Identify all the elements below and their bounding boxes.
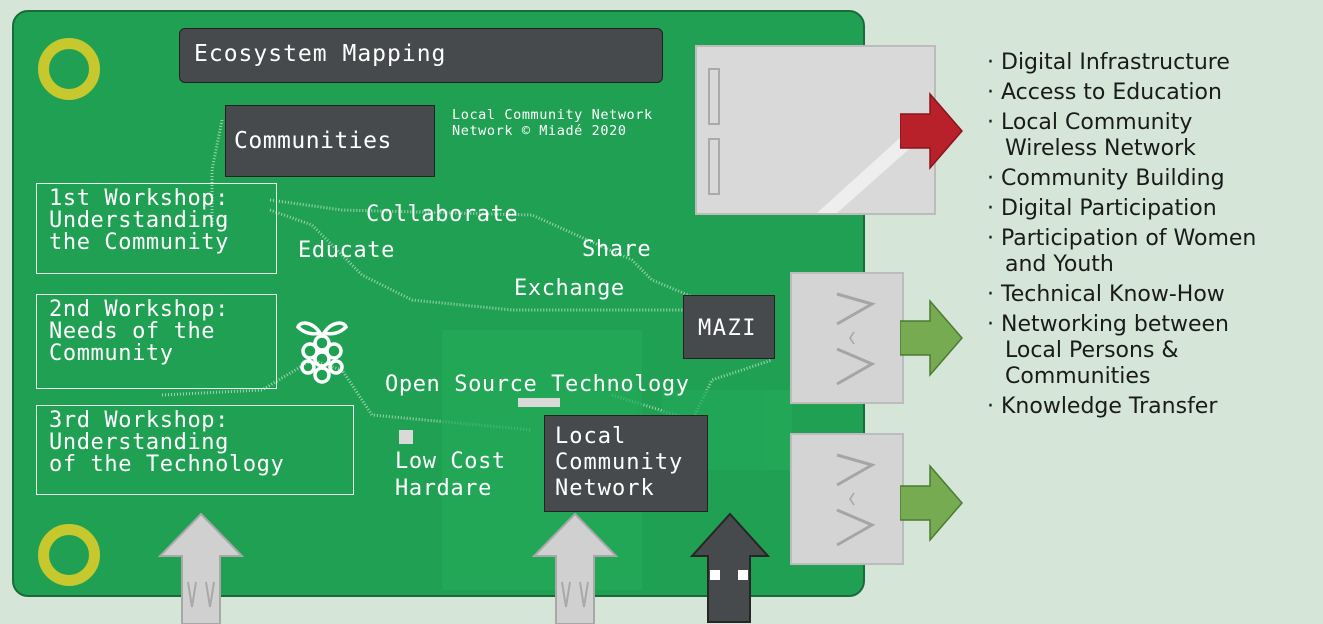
raspberry-pi-icon xyxy=(295,321,349,384)
benefit-item: Technical Know-How xyxy=(987,282,1256,308)
benefit-line: and Youth xyxy=(1005,252,1114,277)
local-network-chip: Local Community Network xyxy=(544,415,708,512)
usb-lower-slots xyxy=(836,453,876,547)
benefit-line: Knowledge Transfer xyxy=(1001,394,1218,419)
usb-connector-middle-icon xyxy=(532,512,618,624)
label-exchange: Exchange xyxy=(514,276,625,301)
label-low-cost: Low Cost Hardare xyxy=(395,449,506,501)
benefit-line: Local Persons & xyxy=(1005,338,1179,363)
benefit-line: Digital Participation xyxy=(1001,196,1217,221)
workshop-3: 3rd Workshop: Understanding of the Techn… xyxy=(36,405,354,495)
trace-5 xyxy=(210,119,224,225)
usb-port-upper xyxy=(790,272,904,404)
arrow-green-lower-icon xyxy=(900,463,963,543)
workshop-1: 1st Workshop: Understanding the Communit… xyxy=(36,183,277,274)
benefit-line: Access to Education xyxy=(1001,80,1222,105)
arrow-red-icon xyxy=(900,91,963,171)
trace-2 xyxy=(269,208,702,312)
benefit-line: Participation of Women xyxy=(1001,226,1257,251)
benefit-line: Networking between xyxy=(1001,312,1230,337)
benefit-line: Communities xyxy=(1005,364,1151,389)
mounting-hole-bottom-left xyxy=(38,524,100,586)
pad-small xyxy=(399,430,413,444)
communities-chip: Communities xyxy=(225,105,435,177)
power-connector-icon xyxy=(690,512,770,623)
usb-connector-left-icon xyxy=(158,512,244,624)
benefit-item: Participation of Women and Youth xyxy=(987,226,1256,278)
benefit-line: Local Community xyxy=(1001,110,1193,135)
header-chip: Ecosystem Mapping xyxy=(179,28,663,83)
local-network-label: Local Community Network xyxy=(555,424,684,501)
label-share: Share xyxy=(582,237,652,262)
trace-1 xyxy=(269,198,713,307)
usb-upper-slots xyxy=(836,292,876,386)
benefit-item: Digital Infrastructure xyxy=(987,50,1256,76)
mounting-hole-top-left xyxy=(38,38,100,100)
mazi-chip: MAZI xyxy=(683,295,775,359)
benefit-item: Access to Education xyxy=(987,80,1256,106)
label-educate: Educate xyxy=(298,238,395,263)
pad-large xyxy=(518,398,560,407)
ethernet-port xyxy=(695,45,936,215)
arrow-green-upper-icon xyxy=(900,298,963,378)
label-collaborate: Collaborate xyxy=(366,202,519,227)
benefit-item: Knowledge Transfer xyxy=(987,394,1256,420)
benefits-list: Digital InfrastructureAccess to Educatio… xyxy=(987,50,1256,424)
benefit-line: Wireless Network xyxy=(1005,136,1196,161)
mazi-label: MAZI xyxy=(698,316,757,341)
benefit-item: Digital Participation xyxy=(987,196,1256,222)
benefit-line: Community Building xyxy=(1001,166,1225,191)
workshop-2: 2nd Workshop: Needs of the Community xyxy=(36,294,277,389)
header-title: Ecosystem Mapping xyxy=(194,41,447,67)
label-open-source: Open Source Technology xyxy=(385,372,690,397)
benefit-item: Community Building xyxy=(987,166,1256,192)
benefit-line: Digital Infrastructure xyxy=(1001,50,1230,75)
benefit-line: Technical Know-How xyxy=(1001,282,1225,307)
communities-label: Communities xyxy=(234,128,392,154)
usb-port-lower xyxy=(790,433,904,565)
credit-text: Local Community Network Network © Miadé … xyxy=(452,107,653,139)
ethernet-shine xyxy=(708,68,934,213)
